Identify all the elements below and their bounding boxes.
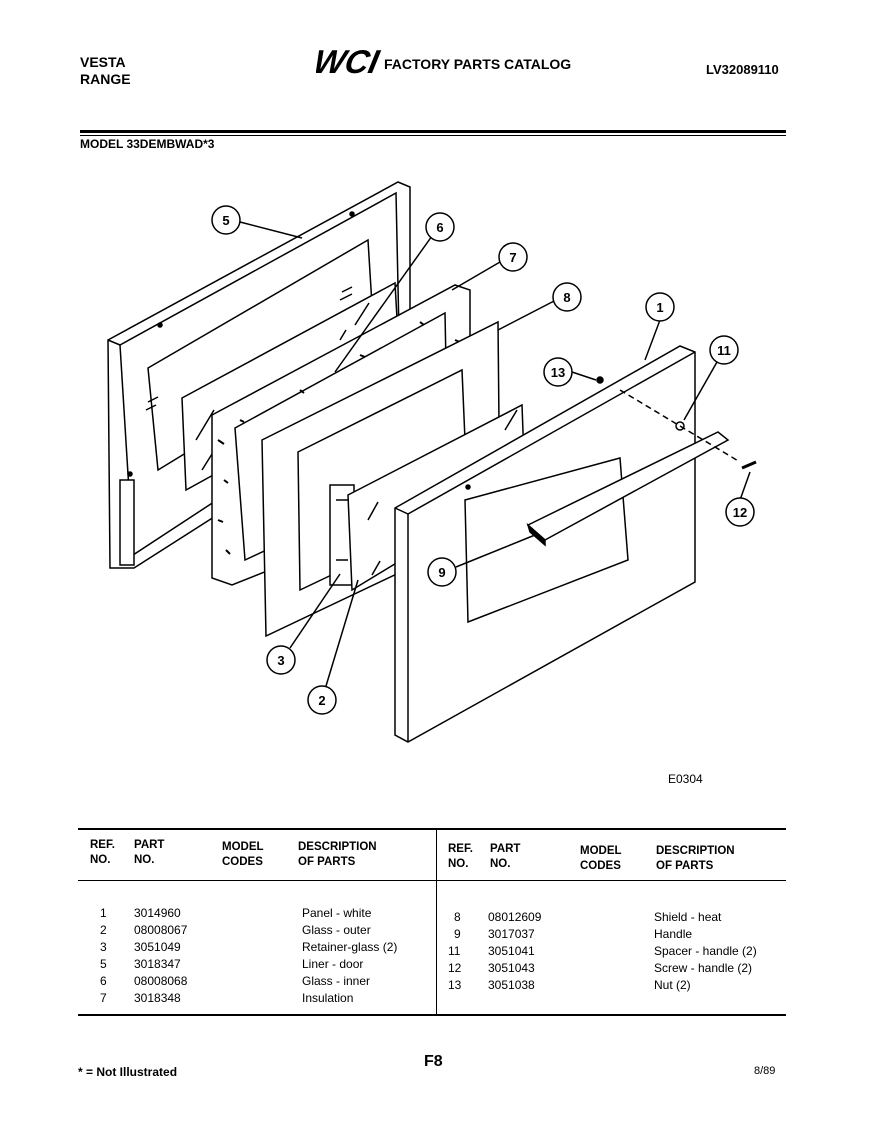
callout-1 (645, 292, 675, 322)
spacer-11 (675, 421, 685, 431)
wci-logo-text: WCI (316, 44, 382, 78)
callout-bubbles (211, 205, 755, 715)
header-rule-thin (80, 135, 786, 136)
screw-12 (741, 460, 757, 470)
callout-labels: 5 6 7 8 1 11 13 12 9 3 2 (222, 213, 747, 708)
brand-name: VESTA (80, 54, 126, 70)
catalog-date: 8/89 (754, 1065, 776, 1077)
handle (526, 431, 730, 547)
product-type: RANGE (80, 71, 131, 87)
callout-label-3: 3 (277, 653, 284, 668)
callout-label-7: 7 (509, 250, 516, 265)
callout-12 (725, 497, 755, 527)
figure-code: E0304 (668, 772, 703, 786)
callout-6 (425, 212, 455, 242)
footnote-not-illustrated: * = Not Illustrated (78, 1065, 178, 1079)
header-ref-left: REF.NO. (90, 839, 115, 866)
callout-label-6: 6 (436, 220, 443, 235)
callout-label-13: 13 (551, 365, 565, 380)
callout-label-1: 1 (656, 300, 663, 315)
brand-block: VESTA RANGE (80, 54, 131, 88)
callout-label-2: 2 (318, 693, 325, 708)
catalog-title: FACTORY PARTS CATALOG (384, 56, 572, 72)
callout-label-8: 8 (563, 290, 570, 305)
catalog-code: LV32089110 (706, 62, 779, 77)
callout-3 (266, 645, 296, 675)
wci-logo: WCI (316, 44, 382, 78)
callout-label-12: 12 (733, 505, 747, 520)
table-center-divider (436, 828, 437, 1016)
callout-label-5: 5 (222, 213, 229, 228)
callout-7 (498, 242, 528, 272)
callout-13 (543, 357, 573, 387)
exploded-door-diagram: 5 6 7 8 1 11 13 12 9 3 2 (107, 181, 757, 743)
callout-label-9: 9 (438, 565, 445, 580)
callout-label-11: 11 (717, 343, 731, 358)
callout-5 (211, 205, 241, 235)
leader-lines (239, 221, 751, 687)
nut-13 (596, 376, 604, 384)
header-ref-right: REF.NO. (448, 843, 473, 870)
callout-2 (307, 685, 337, 715)
table-bottom-rule (78, 1014, 786, 1016)
page-number: F8 (424, 1053, 443, 1070)
table-header-rule (78, 880, 786, 881)
table-top-rule (78, 828, 786, 830)
header-rule (80, 130, 786, 133)
model-number: MODEL 33DEMBWAD*3 (80, 137, 215, 151)
callout-8 (552, 282, 582, 312)
callout-11 (709, 335, 739, 365)
callout-9 (427, 557, 457, 587)
assembly-axis (619, 389, 741, 463)
